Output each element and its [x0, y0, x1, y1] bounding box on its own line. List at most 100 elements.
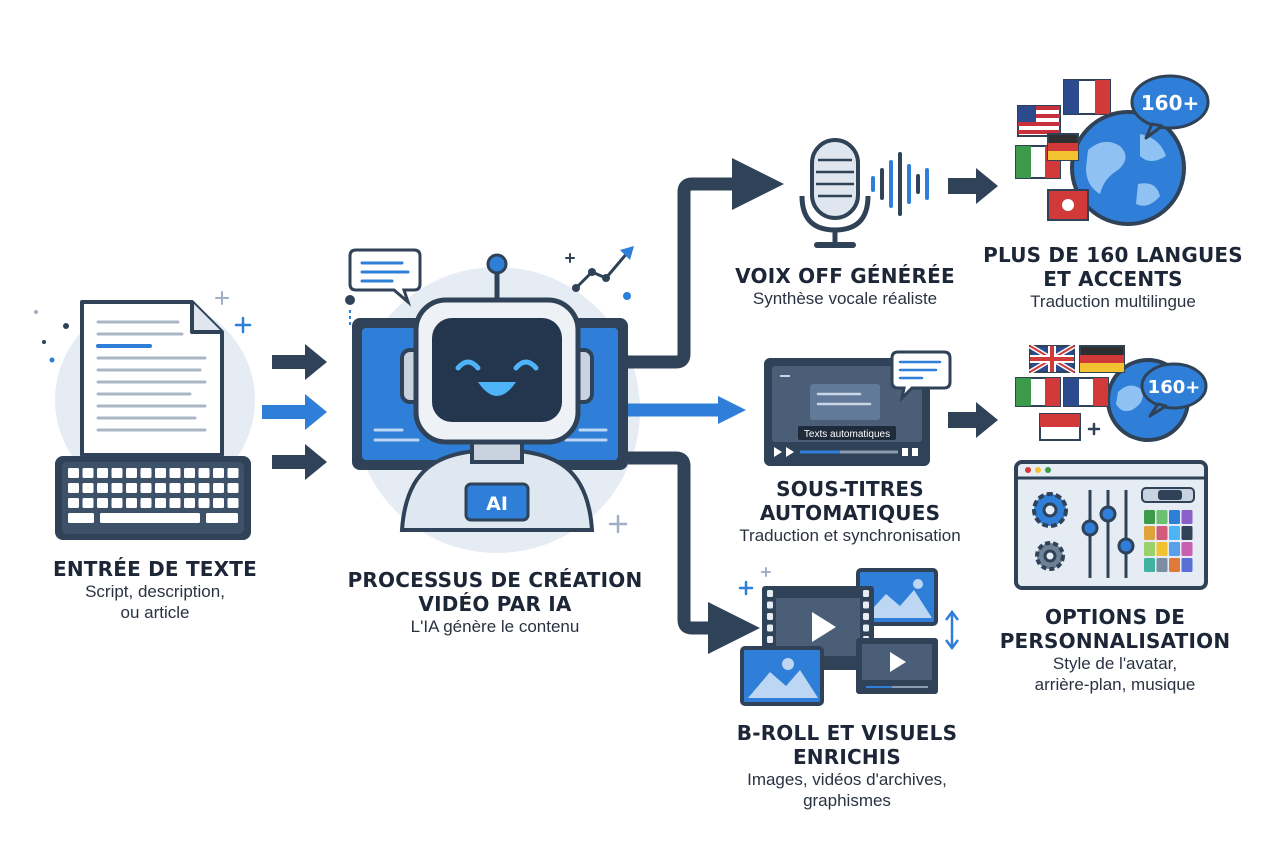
count-bubble-small-label: 160+ — [1148, 377, 1201, 398]
broll-title-line1: B-ROLL ET VISUELS — [736, 721, 958, 745]
palette-swatch — [1181, 510, 1193, 524]
speech-bubble-icon — [890, 350, 952, 403]
palette-swatch — [1169, 526, 1180, 540]
palette-swatch — [1156, 542, 1168, 556]
palette-swatch — [1144, 526, 1155, 540]
flag-france-small-icon — [1063, 377, 1109, 407]
keyboard-key — [126, 468, 137, 478]
keyboard-key — [68, 498, 79, 508]
palette-swatch — [1169, 542, 1180, 556]
flag-germany-icon — [1047, 133, 1079, 161]
custom-label: OPTIONS DE PERSONNALISATION Style de l'a… — [980, 605, 1250, 695]
keyboard-key — [213, 483, 224, 493]
keyboard-key — [227, 498, 239, 508]
subtitles-subtitle: Traduction et synchronisation — [739, 526, 961, 545]
film-sprocket — [767, 590, 773, 597]
flag-indonesia-icon — [1039, 413, 1081, 441]
custom-title-line2: PERSONNALISATION — [999, 629, 1231, 653]
keyboard-key — [227, 483, 239, 493]
keyboard-key — [68, 513, 94, 523]
broll-label: B-ROLL ET VISUELS ENRICHIS Images, vidéo… — [712, 721, 982, 811]
flag-usa-icon — [1017, 105, 1061, 137]
languages-small-illustration: 160+ — [1015, 343, 1208, 442]
gear-small-icon — [1035, 541, 1065, 571]
keyboard-key — [227, 468, 239, 478]
keyboard-key — [140, 483, 152, 493]
palette-swatch — [1156, 558, 1168, 572]
film-sprocket — [863, 601, 869, 609]
input-desc-line2: ou article — [120, 603, 190, 622]
custom-desc-line2: arrière-plan, musique — [1034, 675, 1196, 694]
broll-desc-line2: graphismes — [803, 791, 891, 810]
trend-arrow-icon — [572, 246, 634, 292]
keyboard-key — [140, 468, 152, 478]
languages-illustration: 160+ — [1015, 74, 1210, 226]
keyboard-key — [111, 483, 123, 493]
input-title: ENTRÉE DE TEXTE — [53, 557, 257, 581]
keyboard-key — [82, 498, 94, 508]
document-icon — [80, 300, 224, 457]
keyboard-key — [68, 468, 79, 478]
keyboard-key — [82, 483, 94, 493]
keyboard-key — [97, 498, 108, 508]
process-label: PROCESSUS DE CRÉATION VIDÉO PAR IA L'IA … — [330, 568, 660, 637]
film-sprocket — [767, 601, 773, 609]
input-desc-line1: Script, description, — [85, 582, 225, 601]
keyboard-key — [97, 468, 108, 478]
keyboard-key — [206, 513, 238, 523]
palette-swatch — [1181, 558, 1193, 572]
image-thumb-bottom — [740, 646, 824, 706]
keyboard-key — [111, 498, 123, 508]
keyboard-key — [198, 468, 210, 478]
sound-wave-icon — [871, 152, 929, 216]
keyboard-key — [126, 498, 137, 508]
keyboard-key — [126, 483, 137, 493]
palette-swatch — [1181, 542, 1193, 556]
count-bubble: 160+ — [1130, 74, 1210, 140]
broll-title-line2: ENRICHIS — [792, 745, 902, 769]
languages-title-line2: ET ACCENTS — [1043, 267, 1183, 291]
process-title-line1: PROCESSUS DE CRÉATION — [347, 568, 643, 592]
keyboard-key — [169, 498, 181, 508]
input-label: ENTRÉE DE TEXTE Script, description, ou … — [20, 557, 290, 623]
text-input-illustration — [34, 291, 255, 540]
keyboard-key — [140, 498, 152, 508]
keyboard-key — [155, 498, 166, 508]
film-sprocket — [863, 624, 869, 632]
play-icon — [812, 612, 836, 642]
subtitles-title-line2: AUTOMATIQUES — [759, 501, 941, 525]
film-sprocket — [863, 590, 869, 597]
broll-desc-line1: Images, vidéos d'archives, — [747, 770, 947, 789]
arrow-subtitles-to-languages — [948, 402, 998, 438]
video-thumb — [856, 638, 938, 694]
languages-label: PLUS DE 160 LANGUES ET ACCENTS Traductio… — [978, 243, 1248, 312]
palette-swatch — [1144, 542, 1155, 556]
palette-swatch — [1144, 510, 1155, 524]
keyboard-key — [213, 468, 224, 478]
custom-title-line1: OPTIONS DE — [1044, 605, 1186, 629]
voice-label: VOIX OFF GÉNÉRÉE Synthèse vocale réalist… — [720, 264, 970, 309]
palette-swatch — [1144, 558, 1155, 572]
voice-title: VOIX OFF GÉNÉRÉE — [735, 264, 955, 288]
process-title-line2: VIDÉO PAR IA — [418, 592, 572, 616]
film-sprocket — [767, 613, 773, 620]
ai-badge — [464, 482, 530, 522]
languages-title-line1: PLUS DE 160 LANGUES — [983, 243, 1243, 267]
palette-swatch — [1156, 526, 1168, 540]
arrow-middle — [262, 394, 327, 430]
keyboard-key — [198, 483, 210, 493]
palette-swatch — [1156, 510, 1168, 524]
custom-desc-line1: Style de l'avatar, — [1052, 654, 1178, 673]
color-palette-icon — [1144, 510, 1193, 572]
film-sprocket — [863, 613, 869, 620]
arrow-bottom — [272, 444, 327, 480]
keyboard-key — [111, 468, 123, 478]
ai-badge-label: AI — [486, 493, 508, 515]
keyboard-key — [169, 483, 181, 493]
languages-subtitle: Traduction multilingue — [1030, 292, 1196, 311]
palette-swatch — [1169, 510, 1180, 524]
ai-robot-illustration: AI — [345, 246, 640, 553]
gear-icon — [1032, 492, 1068, 528]
voice-subtitle: Synthèse vocale réaliste — [752, 289, 938, 308]
